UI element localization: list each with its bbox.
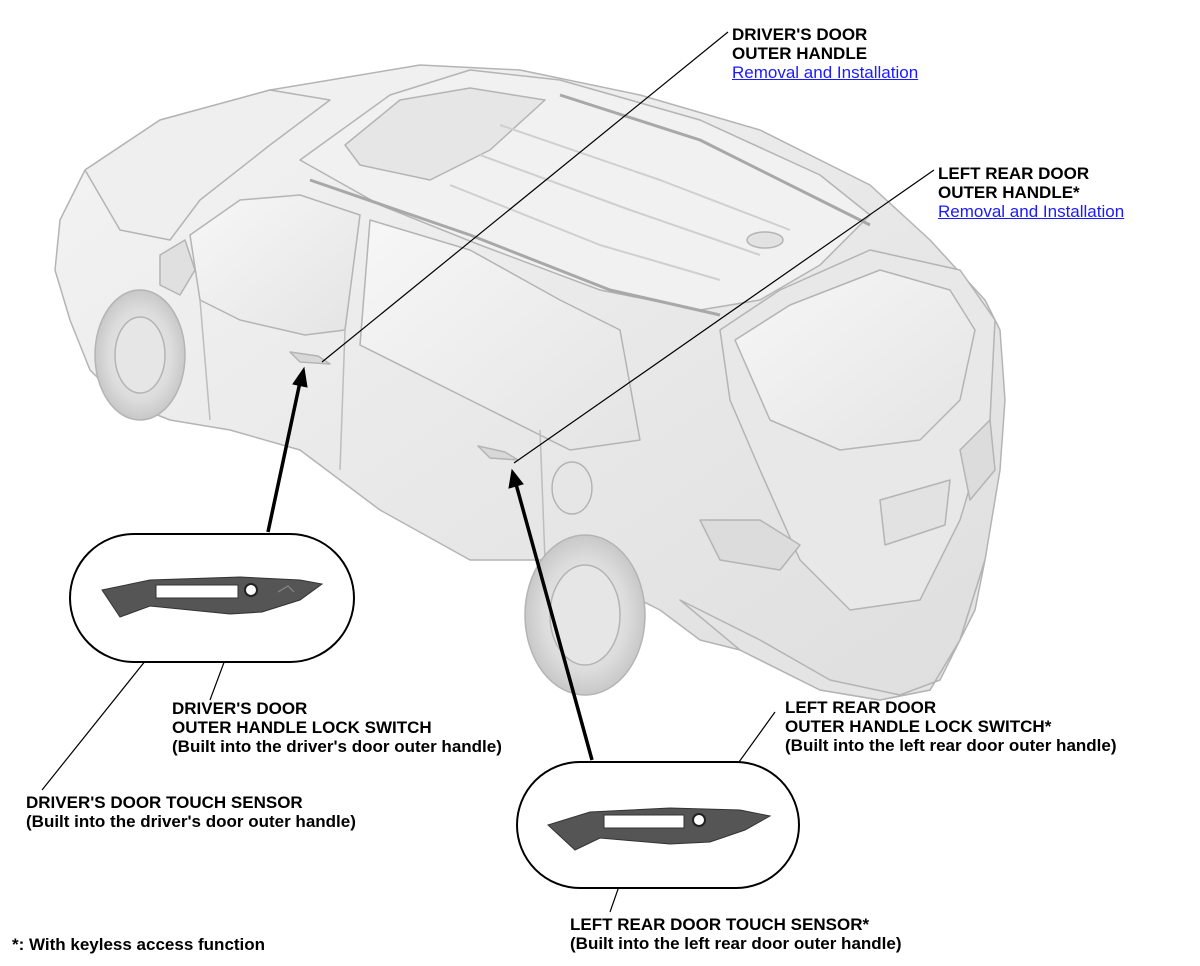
side-mirror bbox=[159, 239, 196, 296]
label-line: LEFT REAR DOOR TOUCH SENSOR* bbox=[570, 915, 870, 934]
rear-side-window bbox=[359, 219, 641, 451]
label-line: OUTER HANDLE LOCK SWITCH* bbox=[785, 717, 1052, 736]
footnote-text: *: With keyless access function bbox=[12, 935, 266, 954]
touch-sensor-area bbox=[155, 584, 239, 599]
vehicle-hood bbox=[84, 89, 331, 241]
driver-handle-detail bbox=[69, 533, 355, 663]
roof-antenna bbox=[746, 231, 784, 249]
label-line: OUTER HANDLE LOCK SWITCH bbox=[172, 718, 432, 737]
label-line: OUTER HANDLE bbox=[732, 44, 868, 63]
rear-bumper bbox=[679, 559, 986, 701]
driver-door-handle-on-vehicle bbox=[289, 351, 331, 365]
footnote: *: With keyless access function bbox=[12, 935, 265, 954]
label-left-rear-door-outer-handle: LEFT REAR DOOR OUTER HANDLE* Removal and… bbox=[938, 164, 1124, 222]
tail-light bbox=[699, 519, 801, 571]
rear-window bbox=[734, 269, 976, 451]
label-line: DRIVER'S DOOR TOUCH SENSOR bbox=[26, 793, 303, 812]
label-line: DRIVER'S DOOR bbox=[172, 699, 308, 718]
arrow-head bbox=[292, 366, 308, 388]
arrow-head bbox=[508, 468, 524, 489]
roof-stripe bbox=[449, 124, 791, 281]
label-line: LEFT REAR DOOR bbox=[938, 164, 1090, 183]
label-line: (Built into the left rear door outer han… bbox=[570, 934, 902, 953]
label-line: (Built into the left rear door outer han… bbox=[785, 736, 1117, 755]
roof-rail-right bbox=[559, 93, 871, 227]
left-rear-door-removal-link[interactable]: Removal and Installation bbox=[938, 202, 1125, 221]
handle-key-cover bbox=[277, 585, 295, 593]
leader-driver-door-handle bbox=[321, 31, 729, 363]
callout-arrows bbox=[266, 366, 594, 761]
label-line: (Built into the driver's door outer hand… bbox=[26, 812, 356, 831]
lock-switch-button bbox=[244, 583, 258, 597]
label-line: (Built into the driver's door outer hand… bbox=[172, 737, 502, 756]
callout-arrow-left-rear bbox=[514, 483, 594, 761]
driver-door-removal-link[interactable]: Removal and Installation bbox=[732, 63, 919, 82]
touch-sensor-area bbox=[603, 814, 685, 829]
vehicle-sunroof bbox=[344, 87, 546, 181]
label-line: LEFT REAR DOOR bbox=[785, 698, 937, 717]
fuel-door bbox=[551, 461, 593, 515]
door-seam bbox=[199, 299, 546, 561]
label-left-rear-touch-sensor: LEFT REAR DOOR TOUCH SENSOR* (Built into… bbox=[570, 915, 902, 953]
label-line: OUTER HANDLE* bbox=[938, 183, 1080, 202]
front-wheel-hub bbox=[114, 316, 166, 394]
leader-left-rear-door-handle bbox=[513, 169, 935, 464]
label-driver-door-outer-handle: DRIVER'S DOOR OUTER HANDLE Removal and I… bbox=[732, 25, 918, 83]
label-line: DRIVER'S DOOR bbox=[732, 25, 868, 44]
tail-light bbox=[959, 419, 996, 501]
callout-arrow-driver bbox=[266, 381, 302, 533]
label-driver-lock-switch: DRIVER'S DOOR OUTER HANDLE LOCK SWITCH (… bbox=[172, 699, 502, 756]
rear-wheel-hub bbox=[549, 564, 621, 666]
lock-switch-button bbox=[692, 813, 706, 827]
vehicle-illustration bbox=[54, 64, 1006, 701]
label-driver-touch-sensor: DRIVER'S DOOR TOUCH SENSOR (Built into t… bbox=[26, 793, 356, 831]
license-plate-recess bbox=[879, 479, 951, 546]
left-rear-handle-detail bbox=[516, 761, 800, 889]
roof-rail-left bbox=[309, 178, 721, 317]
label-left-rear-lock-switch: LEFT REAR DOOR OUTER HANDLE LOCK SWITCH*… bbox=[785, 698, 1117, 755]
